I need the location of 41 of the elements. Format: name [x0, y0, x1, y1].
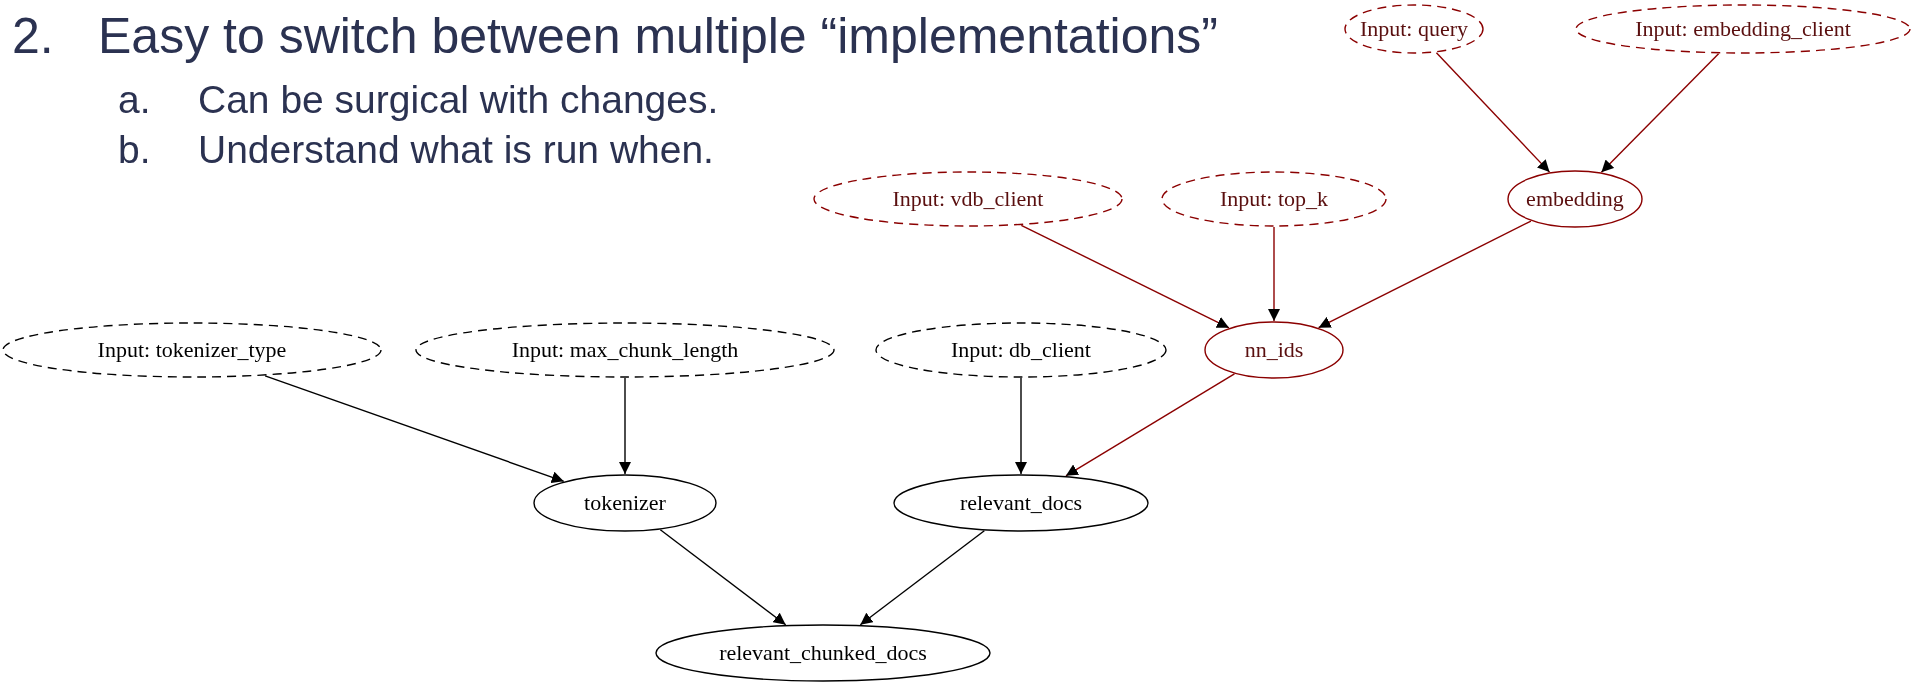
- input-ellipse: [875, 322, 1167, 378]
- arrow: [1020, 224, 1230, 329]
- node-label: Input: vdb_client: [892, 186, 1044, 212]
- arrow: [1065, 373, 1236, 477]
- list-item-text: Can be surgical with changes.: [198, 78, 719, 123]
- process-ellipse: [533, 474, 717, 532]
- node-label: Input: db_client: [951, 337, 1091, 363]
- arrow: [1435, 52, 1551, 173]
- input-ellipse: [2, 322, 382, 378]
- arrow: [1015, 377, 1027, 475]
- input-ellipse: [1161, 171, 1387, 227]
- node-label: Input: top_k: [1219, 186, 1329, 212]
- arrow: [1268, 226, 1280, 322]
- node-label: tokenizer: [584, 490, 666, 516]
- arrow: [1317, 220, 1532, 329]
- node-label: Input: query: [1359, 16, 1469, 42]
- process-ellipse: [1507, 170, 1643, 228]
- node-label: Input: embedding_client: [1635, 16, 1851, 42]
- heading-text: Easy to switch between multiple “implementations”: [98, 8, 1218, 66]
- list-letter: b.: [118, 128, 151, 173]
- input-ellipse: [415, 322, 835, 378]
- list-item-text: Understand what is run when.: [198, 128, 714, 173]
- input-ellipse: [1575, 4, 1911, 54]
- input-ellipse: [813, 171, 1123, 227]
- arrow: [1600, 53, 1720, 173]
- node-label: relevant_chunked_docs: [719, 640, 927, 666]
- node-label: Input: max_chunk_length: [511, 337, 739, 363]
- list-number: 2.: [12, 8, 54, 66]
- arrow: [659, 529, 787, 626]
- arrow: [264, 375, 565, 483]
- process-ellipse: [655, 624, 991, 682]
- input-ellipse: [1344, 4, 1484, 54]
- process-ellipse: [1204, 321, 1344, 379]
- node-label: embedding: [1526, 186, 1624, 212]
- arrow: [859, 530, 986, 626]
- node-label: nn_ids: [1244, 337, 1304, 363]
- process-ellipse: [893, 474, 1149, 532]
- node-label: relevant_docs: [959, 490, 1083, 516]
- node-label: Input: tokenizer_type: [97, 337, 287, 363]
- list-letter: a.: [118, 78, 151, 123]
- arrow: [619, 377, 631, 475]
